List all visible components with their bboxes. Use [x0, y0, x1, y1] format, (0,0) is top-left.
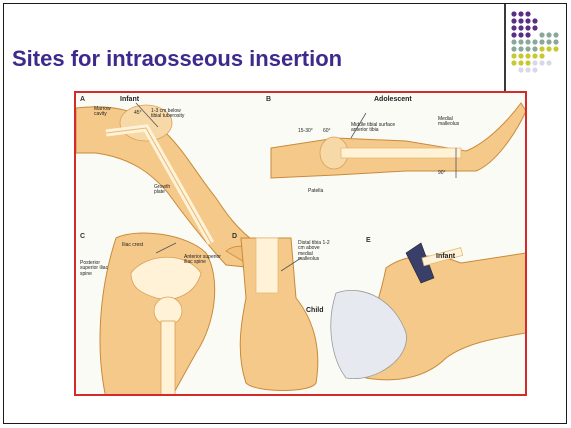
panel-a-label: 1-3 cm below tibial tuberosity — [151, 109, 191, 120]
panel-b-label: Medial malleolus — [438, 117, 468, 128]
panel-d-letter: D — [232, 233, 237, 240]
title-divider-line — [504, 4, 506, 100]
anatomy-figure: A Infant Marrow cavity 45° 1-3 cm below … — [74, 91, 527, 396]
panel-e-title: Infant — [436, 253, 455, 260]
panel-b-label: 90° — [438, 171, 446, 176]
panel-a-label: Growth plate — [154, 185, 180, 196]
panel-b-label: 60° — [323, 129, 331, 134]
panel-c-letter: C — [80, 233, 85, 240]
panel-d-title: Child — [306, 307, 324, 314]
panel-a-title: Infant — [120, 96, 139, 103]
panel-d-label: Distal tibia 1-2 cm above medial malleol… — [298, 241, 334, 262]
panel-c-label: Iliac crest — [122, 243, 143, 248]
panel-e-infant-leg-with-hand — [331, 243, 526, 380]
panel-b-adolescent-leg — [271, 103, 526, 178]
slide: Sites for intraosseous insertion — [3, 3, 567, 424]
panel-c-label: Posterior superior iliac spine — [80, 261, 110, 277]
panel-b-title: Adolescent — [374, 96, 412, 103]
panel-a-letter: A — [80, 96, 85, 103]
panel-e-letter: E — [366, 237, 371, 244]
panel-b-label: Middle tibial surface anterior tibia — [351, 123, 407, 134]
panel-b-label: Patella — [308, 189, 323, 194]
panel-b-label: 15-30° — [298, 129, 313, 134]
panel-b-letter: B — [266, 96, 271, 103]
decorative-dot-grid-icon — [510, 10, 566, 94]
panel-a-label: Marrow cavity — [94, 107, 120, 118]
panel-a-label: 45° — [134, 111, 142, 116]
slide-title: Sites for intraosseous insertion — [12, 46, 342, 72]
panel-c-label: Anterior superior iliac spine — [184, 255, 224, 266]
